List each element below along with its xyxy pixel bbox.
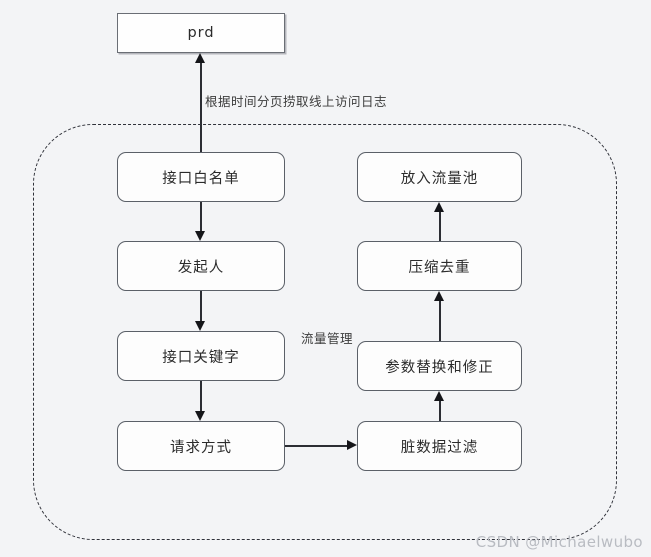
- arrowhead-right-dirtyfilter: [347, 440, 357, 450]
- node-traffic-pool[interactable]: 放入流量池: [357, 152, 522, 202]
- node-request-method-label: 请求方式: [170, 439, 232, 456]
- node-interface-keyword[interactable]: 接口关键字: [117, 331, 285, 381]
- node-compress-dedup[interactable]: 压缩去重: [357, 241, 522, 291]
- node-initiator[interactable]: 发起人: [117, 241, 285, 291]
- node-traffic-pool-label: 放入流量池: [400, 170, 479, 187]
- node-interface-whitelist-label: 接口白名单: [162, 170, 240, 187]
- arrowhead-down-initiator: [195, 231, 205, 241]
- connector-method-to-dirtyfilter: [285, 445, 347, 447]
- connector-dedup-to-pool: [439, 211, 441, 241]
- node-initiator-label: 发起人: [177, 259, 225, 276]
- connector-whitelist-to-initiator: [200, 202, 202, 232]
- watermark: CSDN @Michaelwubo: [475, 533, 643, 551]
- node-dirty-data-filter[interactable]: 脏数据过滤: [357, 421, 522, 471]
- node-dirty-data-filter-label: 脏数据过滤: [400, 439, 479, 456]
- node-interface-whitelist[interactable]: 接口白名单: [117, 152, 285, 202]
- node-param-replace-fix-label: 参数替换和修正: [385, 359, 494, 376]
- node-prd-label: prd: [187, 25, 215, 41]
- node-prd[interactable]: prd: [117, 13, 285, 53]
- arrowhead-up-paramfix: [434, 391, 444, 401]
- node-interface-keyword-label: 接口关键字: [162, 349, 240, 366]
- arrowhead-up-pool: [434, 202, 444, 212]
- node-param-replace-fix[interactable]: 参数替换和修正: [357, 341, 522, 391]
- node-request-method[interactable]: 请求方式: [117, 421, 285, 471]
- connector-keyword-to-method: [200, 381, 202, 412]
- connector-left1-to-prd: [200, 62, 202, 164]
- group-container-traffic-management: [33, 124, 617, 540]
- arrowhead-up-to-prd: [195, 53, 205, 63]
- group-label-traffic-management: 流量管理: [301, 331, 354, 346]
- arrowhead-down-method: [195, 411, 205, 421]
- arrowhead-up-dedup: [434, 291, 444, 301]
- connector-initiator-to-keyword: [200, 291, 202, 322]
- edge-label-fetch: 根据时间分页捞取线上访问日志: [205, 94, 388, 109]
- arrowhead-down-keyword: [195, 321, 205, 331]
- connector-paramfix-to-dedup: [439, 300, 441, 341]
- connector-dirtyfilter-to-paramfix: [439, 400, 441, 421]
- node-compress-dedup-label: 压缩去重: [408, 259, 471, 276]
